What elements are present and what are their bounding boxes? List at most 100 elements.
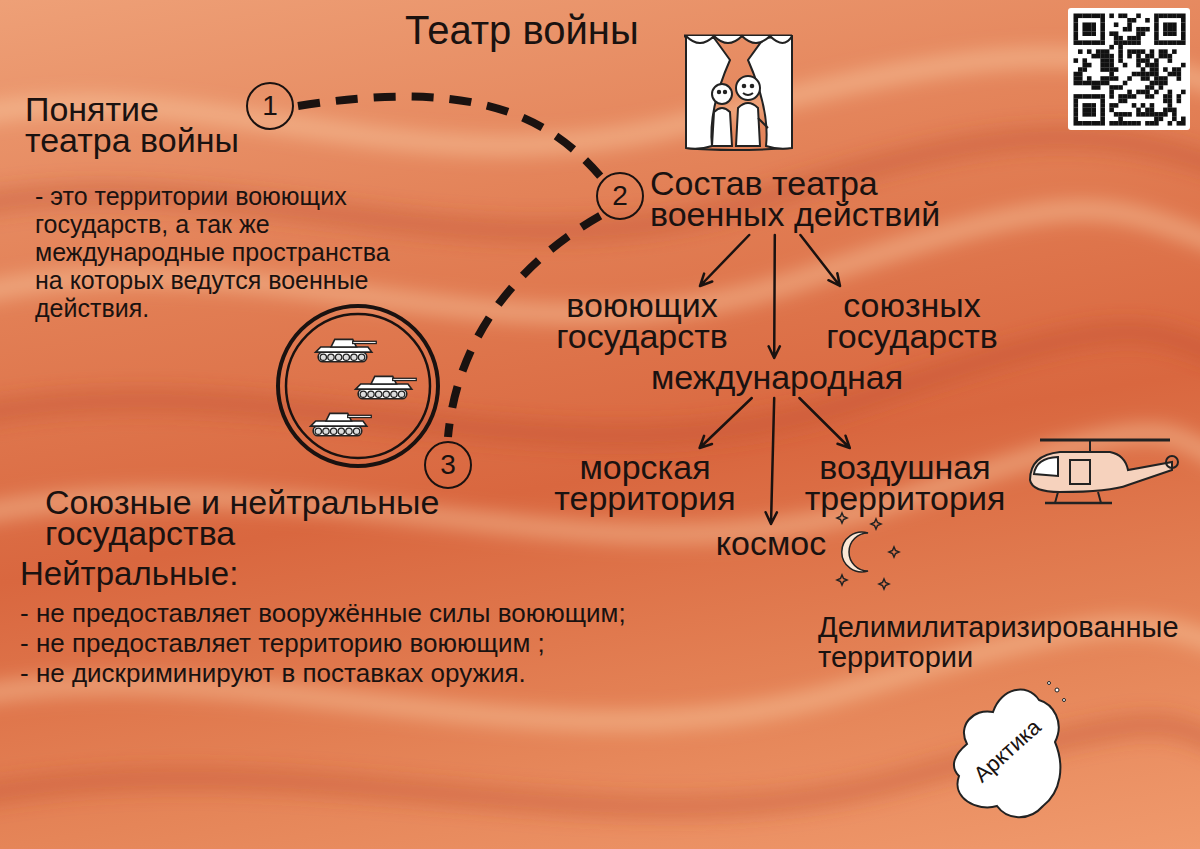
callout-number: 1 [262, 91, 278, 121]
qr-code [1177, 40, 1182, 45]
branch-text: морская территория [540, 452, 750, 514]
qr-code [1132, 49, 1137, 54]
qr-code [1078, 76, 1083, 81]
arctic-map [1048, 682, 1051, 685]
qr-code [1150, 54, 1155, 59]
branch-text: союзных государств [812, 290, 1012, 352]
qr-code [1163, 22, 1168, 27]
qr-code [1123, 27, 1128, 32]
qr-code [1109, 14, 1114, 19]
qr-code [1172, 14, 1177, 19]
text-node: космос [696, 528, 846, 559]
qr-code [1082, 108, 1087, 113]
qr-code [1154, 76, 1159, 81]
section-title: Делимилитаризированные территории [818, 612, 1193, 672]
qr-code [1091, 121, 1096, 126]
qr-code [1168, 99, 1173, 104]
qr-code [1127, 18, 1132, 23]
qr-code [1154, 112, 1159, 117]
tank-emblem [286, 314, 430, 458]
qr-code [1168, 90, 1173, 95]
qr-code [1100, 22, 1105, 27]
qr-code [1074, 81, 1079, 86]
qr-code [1105, 67, 1110, 72]
qr-code [1150, 49, 1155, 54]
qr-code [1118, 94, 1123, 99]
qr-code [1118, 112, 1123, 117]
qr-code [1074, 103, 1079, 108]
qr-code [1154, 36, 1159, 41]
qr-code [1123, 112, 1128, 117]
qr-code [1096, 40, 1101, 45]
qr-code [1168, 40, 1173, 45]
qr-code [1082, 22, 1087, 27]
qr-code [1132, 36, 1137, 41]
qr-code [1168, 31, 1173, 36]
branch-text: космос [696, 528, 846, 559]
qr-code [1118, 14, 1123, 19]
qr-code [1172, 67, 1177, 72]
qr-code [1163, 76, 1168, 81]
text-node: международная [637, 362, 917, 393]
qr-code [1163, 14, 1168, 19]
helicopter [1034, 457, 1058, 476]
qr-code [1154, 18, 1159, 23]
qr-code [1145, 108, 1150, 113]
qr-code [1127, 121, 1132, 126]
theater-curtains [686, 36, 730, 149]
qr-code [1091, 81, 1096, 86]
qr-code [1087, 27, 1092, 32]
qr-code [1114, 40, 1119, 45]
qr-code [1118, 40, 1123, 45]
qr-code [1082, 58, 1087, 63]
qr-code [1082, 63, 1087, 68]
qr-code [1145, 54, 1150, 59]
qr-code [1087, 31, 1092, 36]
qr-code [1145, 94, 1150, 99]
section-heading: 2Состав театра военных действий [596, 168, 970, 230]
qr-code [1087, 112, 1092, 117]
qr-code [1087, 49, 1092, 54]
qr-code [1145, 76, 1150, 81]
qr-code [1132, 40, 1137, 45]
qr-code [1082, 40, 1087, 45]
list-item: - не предоставляет территорию воюющим ; [20, 628, 545, 658]
branch-text: воздушная трерритория [790, 452, 1020, 514]
qr-code [1096, 49, 1101, 54]
qr-code [1136, 112, 1141, 117]
callout-circle: 3 [424, 441, 472, 489]
theater-curtains [712, 84, 732, 104]
qr-code [1109, 103, 1114, 108]
qr-code [1159, 49, 1164, 54]
qr-code [1109, 72, 1114, 77]
qr-code [1154, 121, 1159, 126]
qr-code [1109, 54, 1114, 59]
qr-code [1118, 36, 1123, 41]
qr-code [1087, 94, 1092, 99]
theater-curtains [751, 85, 754, 88]
helicopter [1098, 492, 1101, 503]
qr-code [1172, 31, 1177, 36]
theater-curtains [743, 85, 746, 88]
helicopter [1040, 439, 1170, 442]
qr-code [1109, 31, 1114, 36]
theater-curtains [743, 93, 753, 95]
theater-curtains [712, 108, 732, 146]
qr-code [1100, 63, 1105, 68]
qr-code [1150, 112, 1155, 117]
qr-code [1074, 31, 1079, 36]
diagram-title: Театр войны [405, 8, 639, 52]
callout-number: 2 [612, 181, 628, 211]
theater-curtains [718, 91, 720, 93]
fire-background [0, 57, 1200, 721]
qr-code [1074, 36, 1079, 41]
qr-code [1172, 112, 1177, 117]
helicopter [1089, 440, 1091, 452]
qr-code [1082, 27, 1087, 32]
section-heading: 1Понятие театра войны [20, 80, 294, 156]
qr-code [1150, 121, 1155, 126]
qr-code [1136, 58, 1141, 63]
qr-code [1150, 94, 1155, 99]
qr-code [1127, 36, 1132, 41]
qr-code [1159, 76, 1164, 81]
